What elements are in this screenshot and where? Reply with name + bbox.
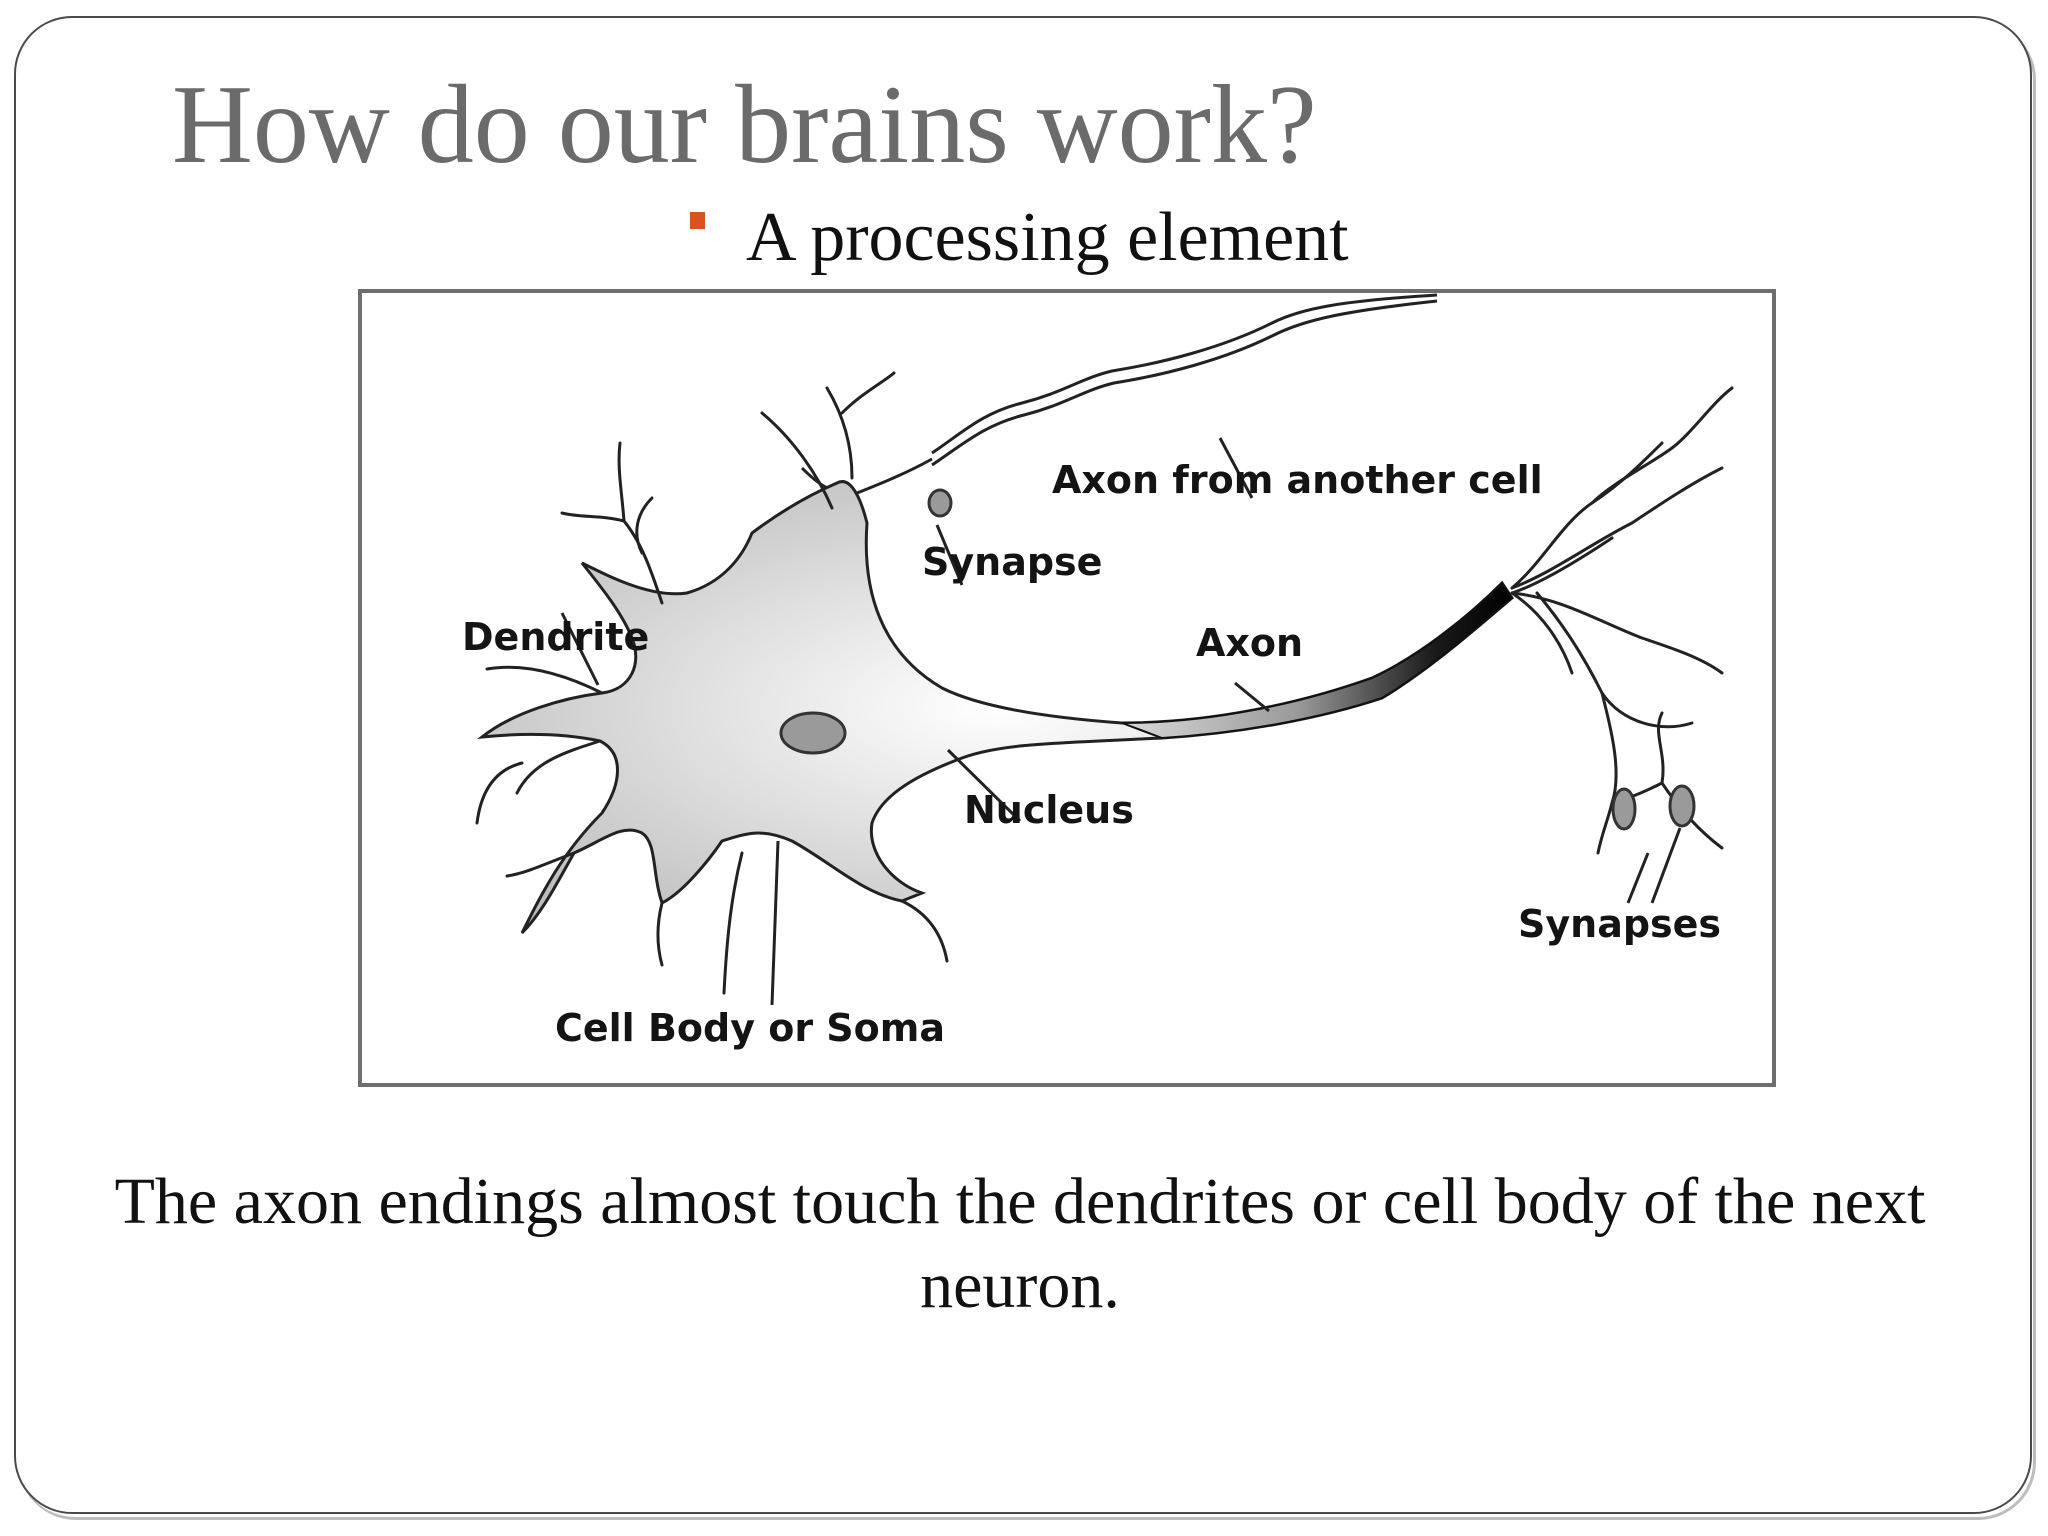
label-nucleus: Nucleus xyxy=(964,788,1134,832)
leader-lines xyxy=(560,437,1682,1006)
slide-shadow xyxy=(18,22,2036,1520)
label-axon-from-another-cell: Axon from another cell xyxy=(1052,458,1543,502)
slide-title: How do our brains work? xyxy=(172,63,1317,187)
axon-terminals xyxy=(1510,386,1734,855)
synapse-knob xyxy=(1668,784,1696,828)
label-dendrite: Dendrite xyxy=(462,615,649,659)
synapse-knob xyxy=(927,488,953,518)
bullet-square-icon xyxy=(690,212,705,229)
label-cell-body: Cell Body or Soma xyxy=(555,1006,945,1050)
neuron-diagram: Axon from another cell Synapse Dendrite … xyxy=(358,289,1776,1087)
label-axon: Axon xyxy=(1196,621,1303,665)
slide-caption: The axon endings almost touch the dendri… xyxy=(114,1165,1926,1322)
axon-shaft xyxy=(1121,581,1514,740)
label-synapse: Synapse xyxy=(922,540,1102,584)
nucleus xyxy=(779,711,847,755)
dendrites xyxy=(475,371,949,995)
label-synapses: Synapses xyxy=(1518,902,1721,946)
synapse-knob xyxy=(1611,787,1637,831)
bullet-text: A processing element xyxy=(746,199,1349,276)
neuron-illustration: Axon from another cell Synapse Dendrite … xyxy=(462,293,1734,1050)
